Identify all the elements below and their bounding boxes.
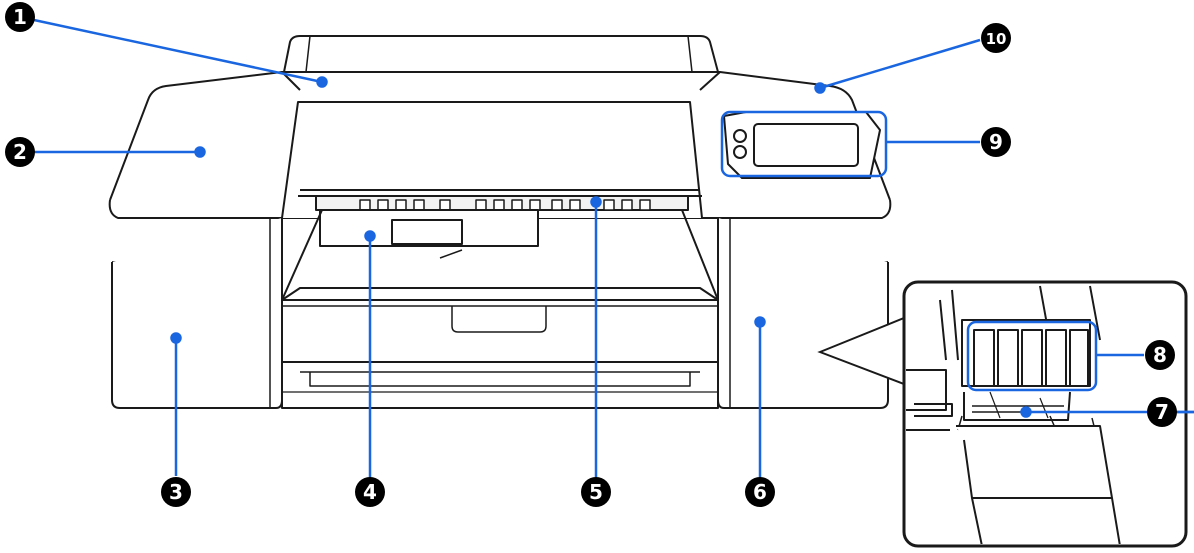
callout-6: 6 — [745, 477, 775, 507]
ink-cartridge-inset — [902, 280, 1188, 548]
callout-1: 1 — [5, 2, 35, 32]
callout-1-label: 1 — [13, 5, 27, 29]
callout-6-label: 6 — [753, 480, 767, 504]
callout-5: 5 — [581, 477, 611, 507]
callout-8: 8 — [1145, 340, 1175, 370]
callout-9: 9 — [981, 127, 1011, 157]
callout-7: 7 — [1147, 397, 1177, 427]
callout-8-label: 8 — [1153, 343, 1167, 367]
callout-5-label: 5 — [589, 480, 603, 504]
leader-7 — [1020, 406, 1148, 418]
callout-7-label: 7 — [1155, 400, 1169, 424]
callout-9-label: 9 — [989, 130, 1003, 154]
callout-4-label: 4 — [363, 480, 377, 504]
callout-2: 2 — [5, 137, 35, 167]
callout-2-label: 2 — [13, 140, 27, 164]
control-panel-highlight — [720, 110, 888, 178]
callout-4: 4 — [355, 477, 385, 507]
callout-3-label: 3 — [169, 480, 183, 504]
callout-10: 10 — [981, 23, 1011, 53]
callout-3: 3 — [161, 477, 191, 507]
callout-10-label: 10 — [986, 30, 1007, 48]
